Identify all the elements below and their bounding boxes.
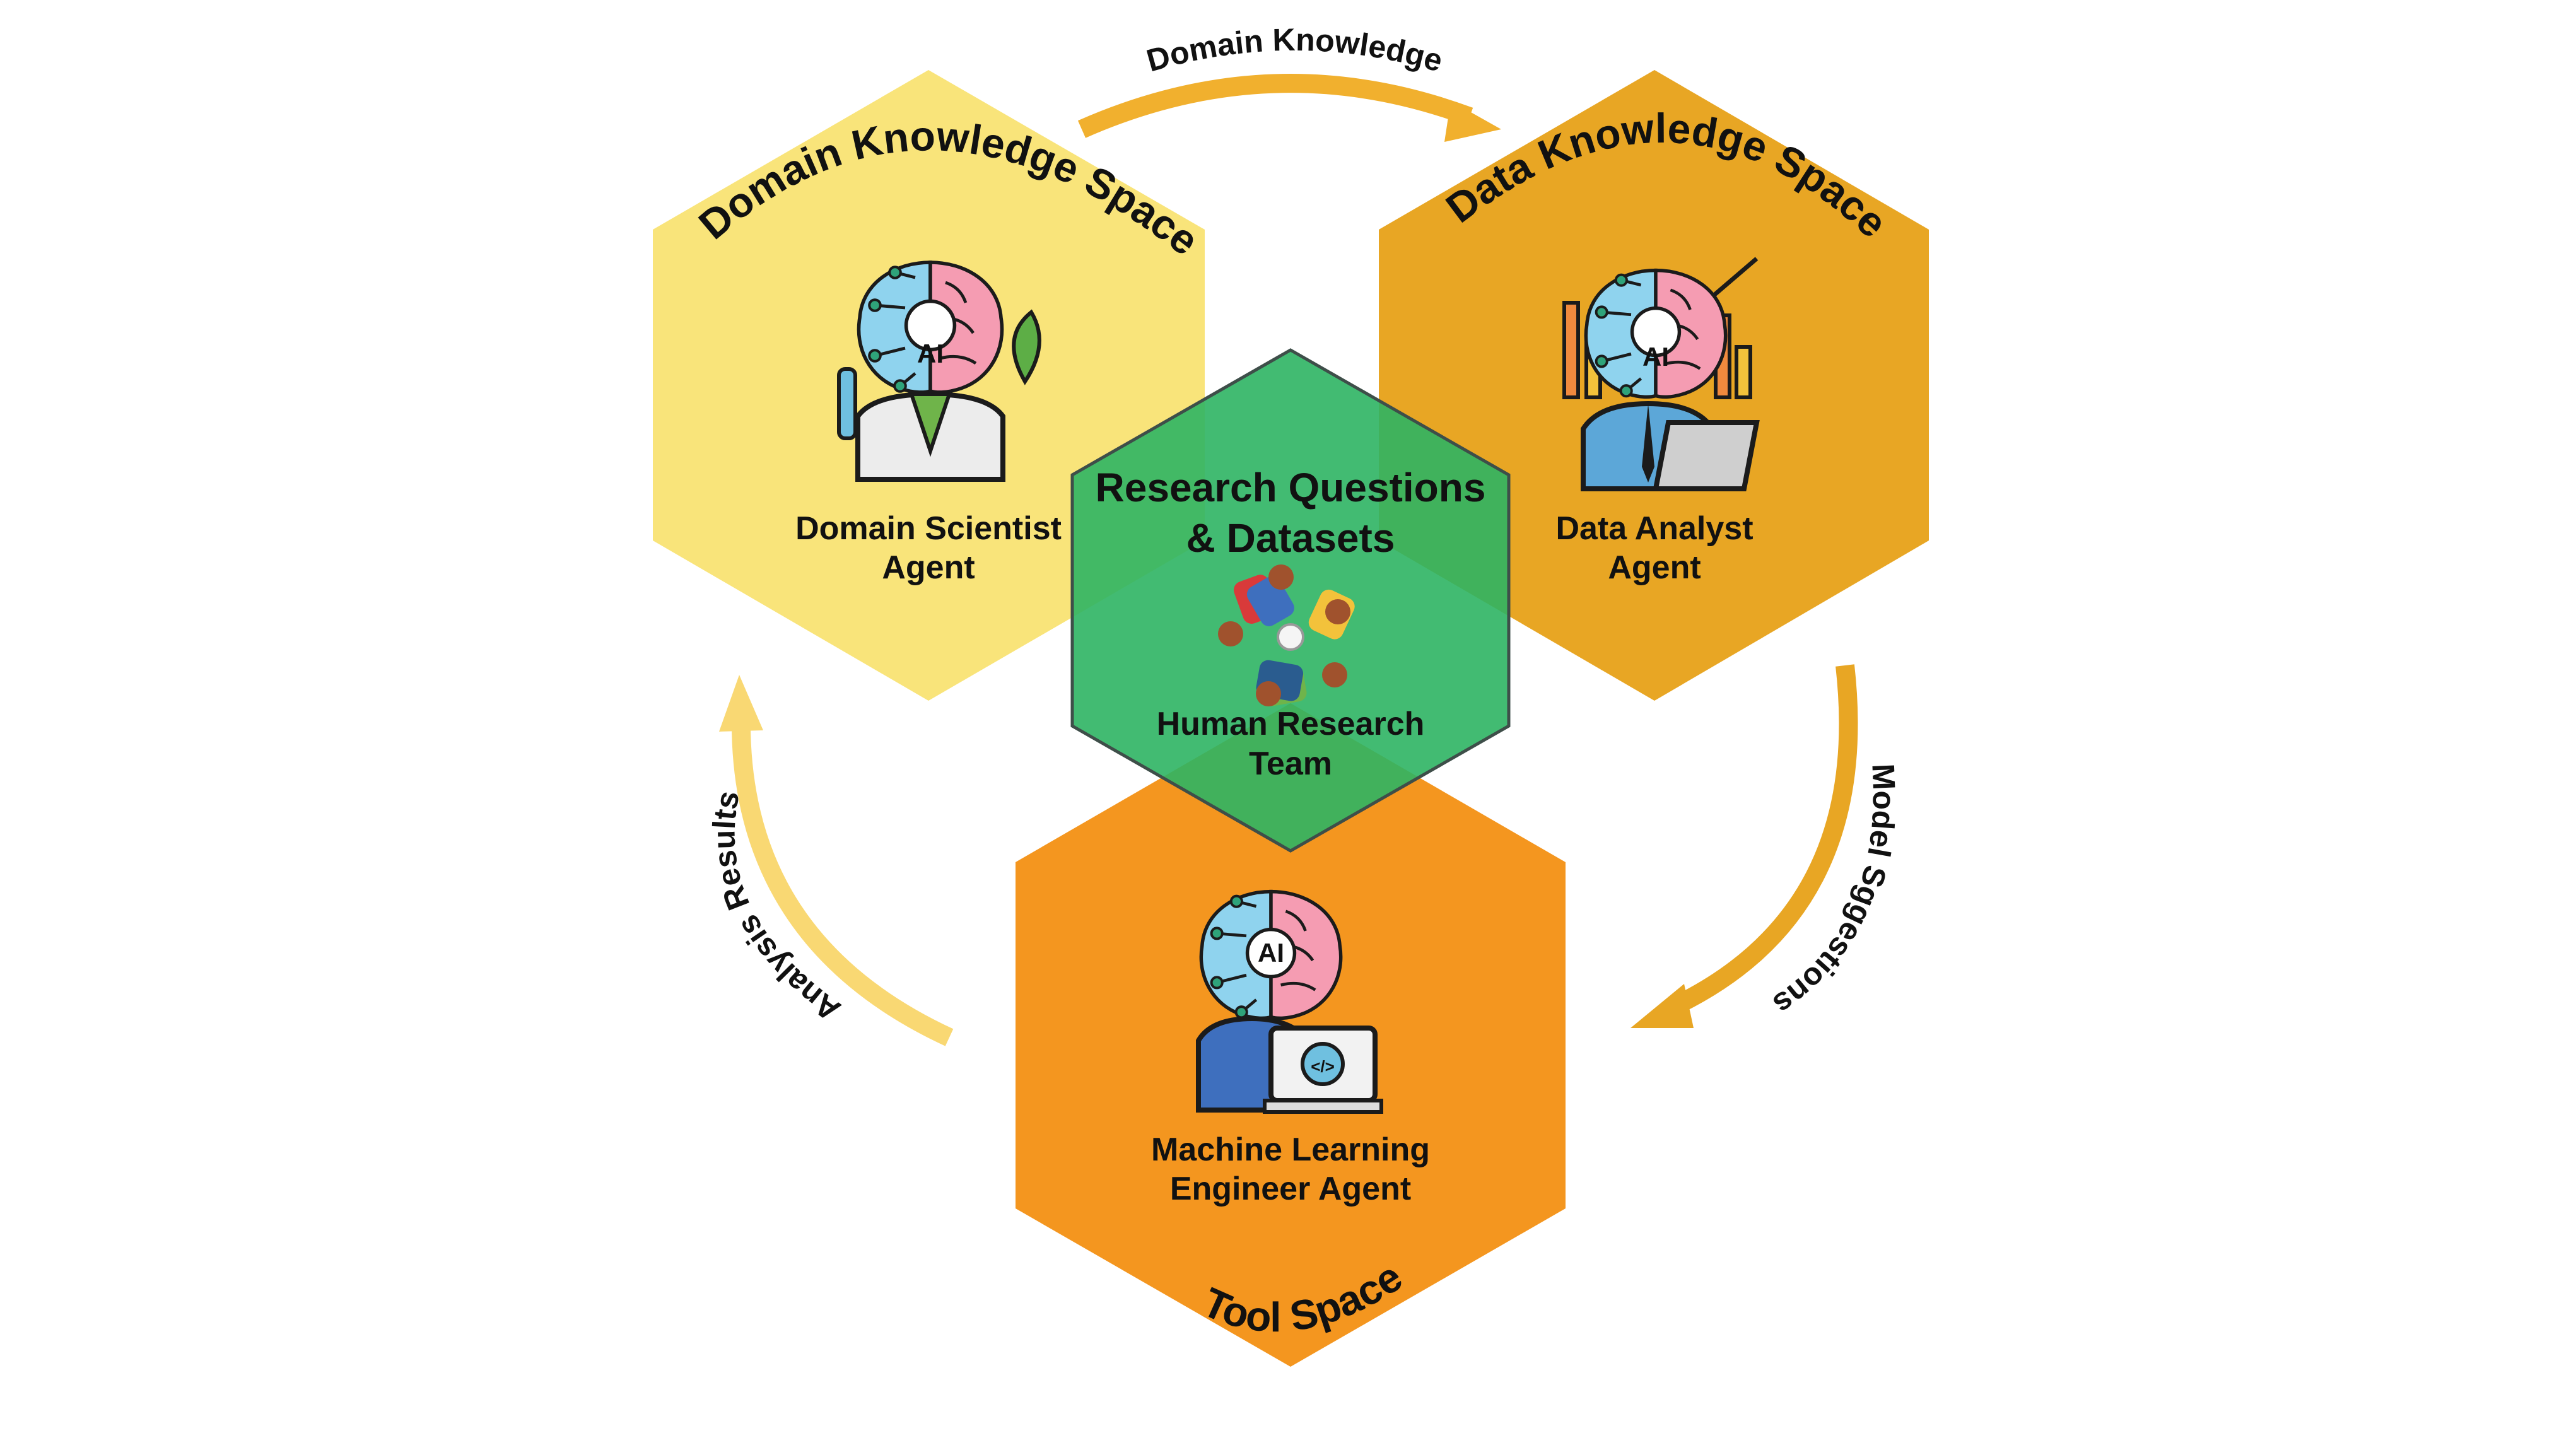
center-title-line1: Research Questions (1096, 465, 1486, 510)
flow-arrow-tool-to-domain (719, 675, 954, 1046)
ai-badge-engineer: AI (1258, 938, 1284, 967)
center-title-line2: & Datasets (1186, 515, 1395, 561)
flow-label-left: Analysis Results (706, 788, 846, 1028)
analyst-ai-icon (1562, 257, 1760, 491)
flow-arrow-data-to-tool (1630, 664, 1858, 1028)
team-label-line2: Team (1249, 745, 1332, 782)
team-circle-icon (1218, 564, 1355, 706)
tool-agent-label-line1: Machine Learning (1151, 1131, 1430, 1168)
data-agent-label-line2: Agent (1608, 549, 1701, 586)
code-icon: </> (1311, 1057, 1335, 1076)
tool-agent-label-line2: Engineer Agent (1170, 1171, 1411, 1207)
ai-badge-scientist: AI (917, 339, 944, 368)
flow-label-top: Domain Knowledge (1143, 22, 1447, 79)
domain-agent-label-line1: Domain Scientist (795, 510, 1062, 547)
data-agent-label-line1: Data Analyst (1555, 510, 1753, 547)
ai-badge-analyst: AI (1642, 342, 1669, 371)
team-label-line1: Human Research (1157, 706, 1425, 742)
flow-arrow-domain-to-data (1077, 74, 1501, 142)
scientist-ai-icon (837, 262, 1041, 482)
engineer-ai-icon (1196, 892, 1383, 1114)
domain-agent-label-line2: Agent (882, 549, 975, 586)
